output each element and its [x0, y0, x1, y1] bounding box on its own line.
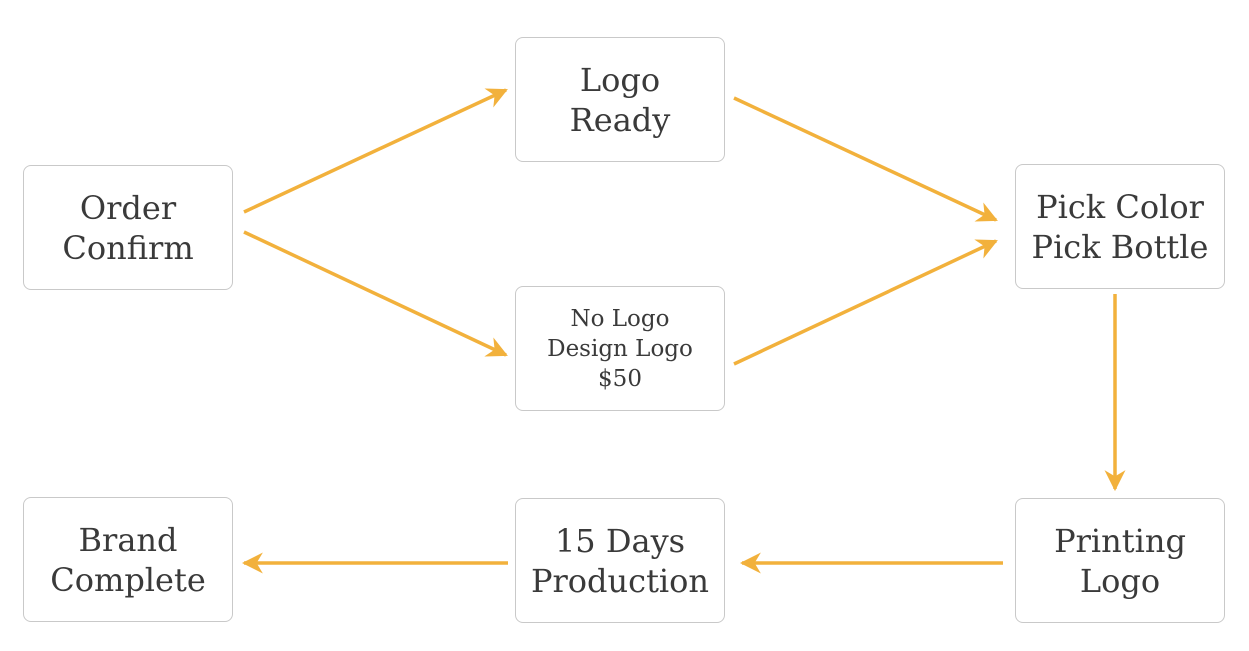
node-label-line: 15 Days [554, 521, 686, 560]
node-logo-ready: Logo Ready [515, 37, 725, 162]
node-label-line: Printing [1054, 521, 1186, 560]
node-label-line: Ready [569, 100, 671, 139]
node-label-line: Pick Bottle [1031, 227, 1209, 266]
node-label-line: Design Logo [547, 335, 693, 362]
node-label-line: Production [530, 561, 710, 600]
node-label-line: Pick Color [1036, 187, 1204, 226]
node-label-line: $50 [598, 365, 642, 392]
arrow-logo-ready-to-pick [733, 96, 998, 222]
arrow-no-logo-to-pick [733, 239, 998, 366]
node-label-line: Complete [50, 560, 206, 599]
node-label-line: Confirm [62, 228, 194, 267]
node-label-line: Logo [1079, 561, 1161, 600]
arrow-order-to-no-logo [243, 230, 508, 357]
node-printing-logo: Printing Logo [1015, 498, 1225, 623]
node-brand-complete: Brand Complete [23, 497, 233, 622]
node-15-days-production: 15 Days Production [515, 498, 725, 623]
node-order-confirm: Order Confirm [23, 165, 233, 290]
node-pick-color-bottle: Pick Color Pick Bottle [1015, 164, 1225, 289]
node-label-line: No Logo [570, 305, 670, 332]
arrow-order-to-logo-ready [243, 88, 508, 214]
node-label-line: Logo [579, 60, 661, 99]
node-label-line: Brand [78, 520, 178, 559]
node-no-logo: No Logo Design Logo $50 [515, 286, 725, 411]
node-label-line: Order [79, 188, 177, 227]
